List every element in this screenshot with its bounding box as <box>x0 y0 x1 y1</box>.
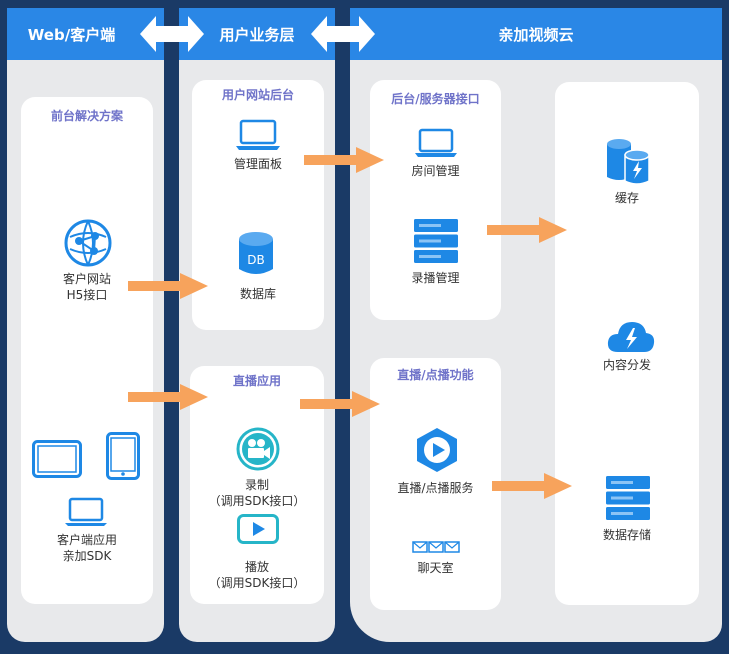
header-cloud: 亲加视频云 <box>350 8 722 60</box>
cache-database-icon <box>607 139 650 185</box>
header-web-client: Web/客户端 <box>7 8 164 60</box>
laptop-icon <box>65 497 107 526</box>
play-label-line2: （调用SDK接口） <box>208 576 306 590</box>
cache-label: 缓存 <box>614 191 639 205</box>
double-arrow-icon <box>311 16 375 52</box>
client-app-label-line2: 亲加SDK <box>62 549 112 563</box>
phone-icon <box>106 432 140 480</box>
server-interface-card: 后台/服务器接口 <box>370 80 501 320</box>
management-panel-label: 管理面板 <box>233 157 282 171</box>
flow-arrow-icon <box>300 391 380 417</box>
record-label-line1: 录制 <box>244 478 269 492</box>
live-app-title: 直播应用 <box>232 374 281 388</box>
management-panel-laptop-icon <box>236 119 280 150</box>
frontend-solution-card: 前台解决方案 <box>21 97 153 604</box>
live-vod-service-label: 直播/点播服务 <box>397 481 474 495</box>
live-vod-title: 直播/点播功能 <box>397 368 474 382</box>
user-backend-title: 用户网站后台 <box>221 88 294 102</box>
double-arrow-icon <box>140 16 204 52</box>
header-cloud-text: 亲加视频云 <box>498 25 574 44</box>
chatroom-label: 聊天室 <box>417 561 454 575</box>
room-management-laptop-icon <box>415 128 457 157</box>
header-user-layer: 用户业务层 <box>179 8 335 60</box>
play-label-line1: 播放 <box>244 560 269 574</box>
flow-arrow-icon <box>128 273 208 299</box>
client-app-label: 客户端应用 亲加SDK <box>21 532 153 564</box>
flow-arrow-icon <box>487 217 567 243</box>
server-interface-title: 后台/服务器接口 <box>391 92 480 106</box>
flow-arrow-icon <box>128 384 208 410</box>
header-user-layer-text: 用户业务层 <box>219 25 295 44</box>
customer-site-label-line1: 客户网站 <box>62 272 111 286</box>
client-app-label-line1: 客户端应用 <box>56 533 117 547</box>
live-vod-card: 直播/点播功能 <box>370 358 501 610</box>
database-label: 数据库 <box>239 287 276 301</box>
video-camera-icon <box>236 427 280 471</box>
room-management-label: 房间管理 <box>411 164 460 178</box>
live-vod-play-icon <box>417 428 457 472</box>
content-delivery-label: 内容分发 <box>602 358 651 372</box>
flow-arrow-icon <box>304 147 384 173</box>
data-storage-label: 数据存储 <box>602 528 651 542</box>
chat-message-icon <box>412 541 460 553</box>
tablet-icon <box>32 440 82 478</box>
header-web-client-text: Web/客户端 <box>27 25 116 44</box>
play-button-icon <box>237 514 279 544</box>
cloud-lightning-icon <box>607 322 655 352</box>
database-icon-text: DB <box>247 253 264 267</box>
flow-arrow-icon <box>492 473 572 499</box>
record-label: 录制 （调用SDK接口） <box>190 477 324 509</box>
record-label-line2: （调用SDK接口） <box>208 494 306 508</box>
frontend-solution-title: 前台解决方案 <box>50 109 123 123</box>
website-network-icon <box>64 219 112 267</box>
customer-site-label: 客户网站 H5接口 <box>21 271 153 303</box>
server-rack-icon <box>414 219 458 263</box>
database-icon: DB <box>239 232 273 274</box>
play-label: 播放 （调用SDK接口） <box>190 559 324 591</box>
customer-site-label-line2: H5接口 <box>66 288 108 302</box>
storage-server-icon <box>606 476 650 520</box>
recording-management-label: 录播管理 <box>411 271 460 285</box>
